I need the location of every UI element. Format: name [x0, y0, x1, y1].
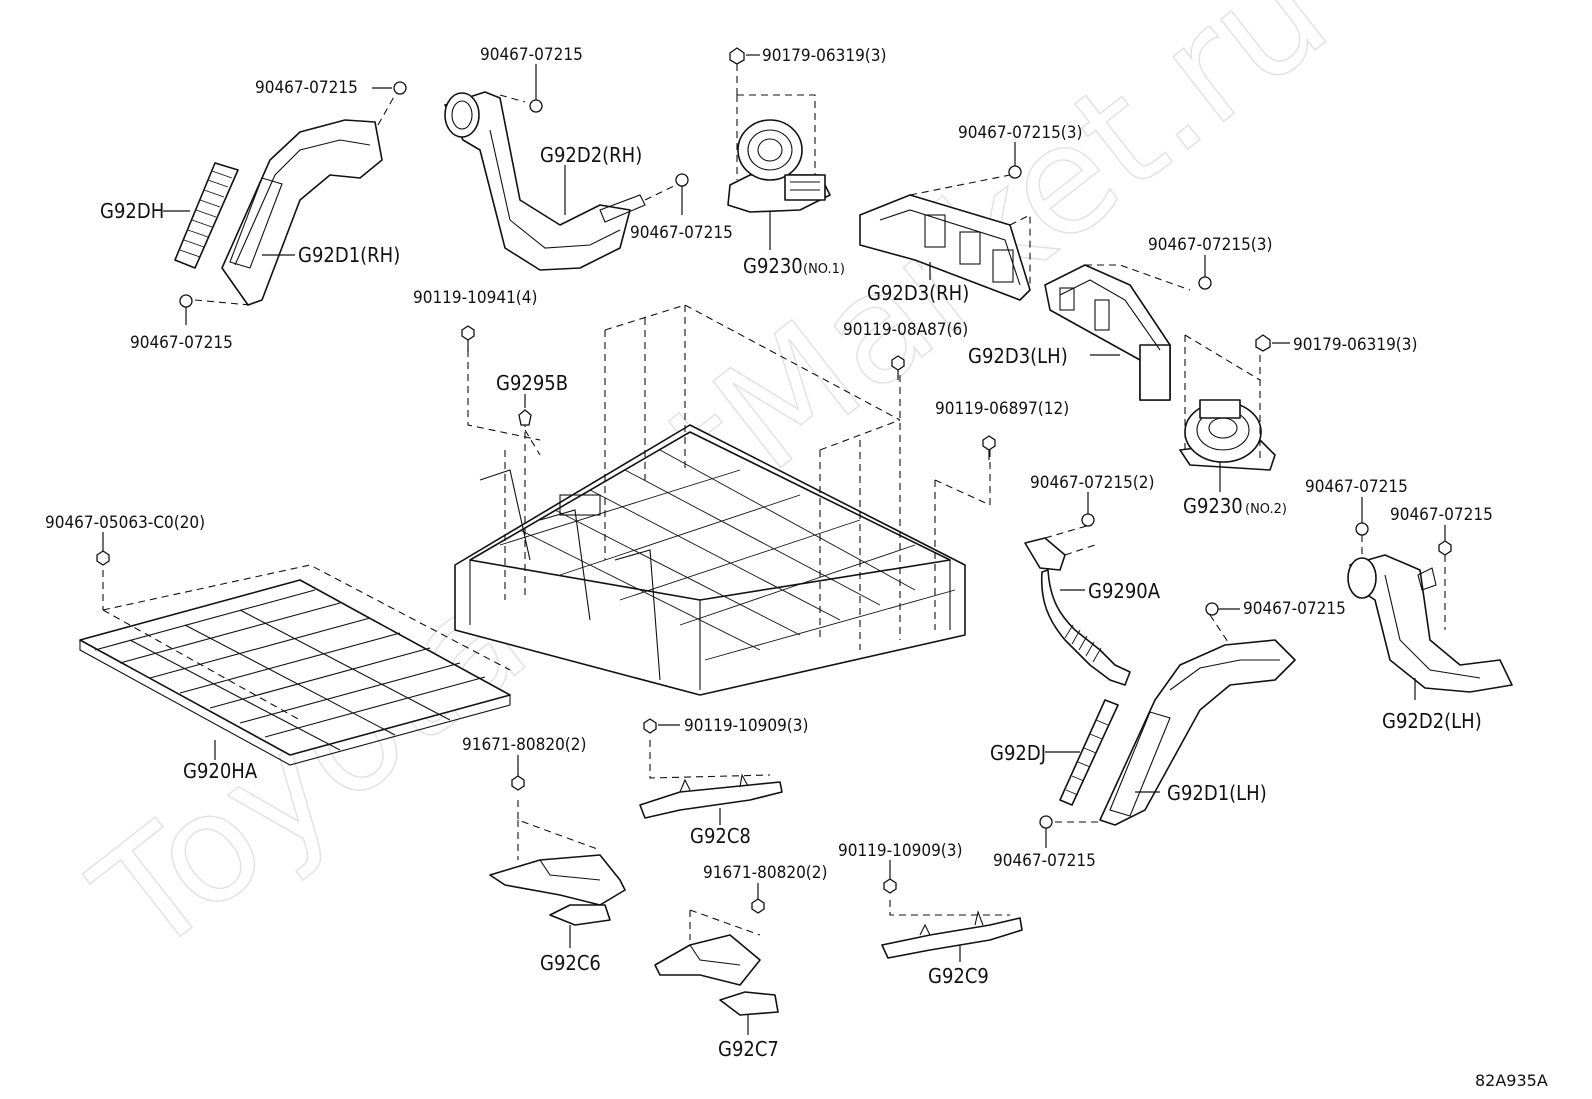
fastener-icon [675, 173, 689, 187]
fastener-label: 90119-10941(4) [413, 288, 537, 308]
bolt-icon [751, 898, 765, 914]
label-g92c8: G92C8 [690, 824, 751, 848]
battery-guide-lines [467, 304, 991, 650]
fastener-icon [1198, 276, 1212, 290]
fastener-label: 90467-07215(3) [1148, 235, 1272, 255]
label-g92c6: G92C6 [540, 951, 601, 975]
fastener-label: 90467-05063-C0(20) [45, 513, 205, 533]
part-g92dj [1059, 699, 1119, 806]
label-g920ha: G920HA [183, 759, 258, 783]
fastener-label: 91671-80820(2) [703, 863, 827, 883]
part-g92d3-lh [1044, 264, 1171, 401]
fastener-icon [393, 81, 407, 95]
part-g92c7 [654, 934, 779, 1016]
label-g92d2-lh: G92D2(LH) [1382, 709, 1482, 733]
label-g92c7: G92C7 [718, 1037, 779, 1061]
part-g9230-no1 [727, 119, 831, 213]
bolt-icon [643, 718, 657, 734]
fastener-icon [179, 294, 193, 308]
fastener-label: 90467-07215 [1305, 477, 1408, 497]
label-g92d1-rh: G92D1(RH) [298, 243, 400, 267]
bolt-icon [96, 550, 110, 566]
label-g92c9: G92C9 [928, 964, 989, 988]
fastener-icon [1355, 522, 1369, 536]
part-g92d3-rh [859, 194, 1031, 301]
fastener-label: 90119-08A87(6) [843, 320, 968, 340]
fastener-icon [1008, 165, 1022, 179]
fastener-icon [1039, 815, 1053, 829]
fastener-label: 90467-07215 [255, 78, 358, 98]
fastener-label: 90467-07215 [1243, 599, 1346, 619]
label-g92d3-lh: G92D3(LH) [968, 344, 1068, 368]
figure-code: 82A935A [1475, 1071, 1548, 1090]
label-g92d1-lh: G92D1(LH) [1167, 781, 1267, 805]
fastener-label: 90467-07215 [1390, 505, 1493, 525]
bolt-icon [461, 325, 475, 352]
fastener-label: 90467-07215 [630, 223, 733, 243]
label-g92dh: G92DH [100, 199, 164, 223]
label-g9230-no2: G9230 [1183, 494, 1243, 518]
fastener-label: 90467-07215(3) [958, 123, 1082, 143]
part-g92c6 [489, 854, 626, 926]
battery-pack [454, 424, 966, 696]
part-g92d1-rh [221, 119, 383, 306]
part-g9290a [1024, 537, 1131, 686]
clip-icon [518, 409, 532, 426]
fastener-label: 90179-06319(3) [762, 46, 886, 66]
fastener-label: 90467-07215(2) [1030, 473, 1154, 493]
label-g9290a: G9290A [1088, 579, 1161, 603]
fastener-label: 90467-07215 [130, 333, 233, 353]
nut-icon [729, 47, 745, 65]
fastener-label: 90119-10909(3) [838, 841, 962, 861]
fastener-label: 90119-06897(12) [935, 399, 1069, 419]
part-g92d2-rh [444, 91, 646, 271]
label-g9230-no1-sub: (NO.1) [803, 262, 845, 277]
fastener-label: 90179-06319(3) [1293, 335, 1417, 355]
label-g92dj: G92DJ [990, 741, 1046, 765]
part-g92c9 [881, 910, 1023, 959]
bolt-icon [891, 355, 905, 380]
label-g92d2-rh: G92D2(RH) [540, 143, 642, 167]
fastener-icon [1081, 513, 1095, 527]
fastener-label: 90467-07215 [993, 851, 1096, 871]
fastener-label: 91671-80820(2) [462, 735, 586, 755]
bolt-icon [883, 878, 897, 894]
fastener-icon [529, 99, 543, 113]
bolt-icon [511, 775, 525, 791]
label-g92d3-rh: G92D3(RH) [867, 281, 969, 305]
nut-icon [1255, 334, 1271, 352]
part-g92dh [174, 162, 239, 269]
bolt-icon [982, 435, 996, 460]
part-g9230-no2 [1179, 399, 1276, 471]
label-g9295b: G9295B [496, 371, 568, 395]
label-g9230-no2-sub: (NO.2) [1245, 502, 1287, 517]
bolt-icon [1438, 540, 1452, 556]
part-g920ha [79, 579, 511, 766]
fastener-label: 90467-07215 [480, 45, 583, 65]
fastener-label: 90119-10909(3) [684, 716, 808, 736]
part-g92c8 [639, 773, 783, 819]
fastener-icon [1205, 602, 1219, 616]
part-g92d2-lh [1347, 554, 1513, 693]
label-g9230-no1: G9230 [743, 254, 803, 278]
part-g92d1-lh [1099, 639, 1296, 826]
